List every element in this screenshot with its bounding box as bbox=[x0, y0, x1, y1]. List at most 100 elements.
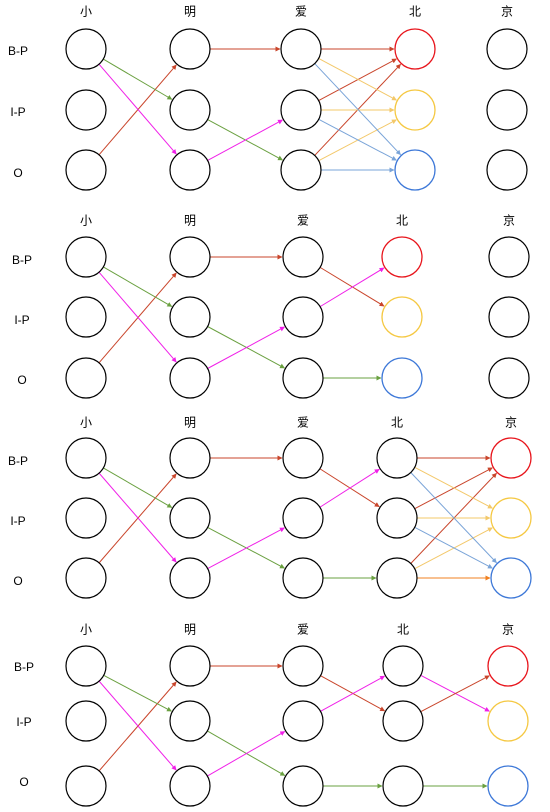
char-header: 小 bbox=[80, 5, 92, 19]
state-node-i-p bbox=[169, 497, 211, 539]
transition-arrow bbox=[410, 472, 497, 564]
row-label-o: O bbox=[13, 166, 22, 180]
state-node-b-p bbox=[169, 236, 211, 278]
transition-arrow bbox=[207, 119, 283, 161]
state-node-b-p bbox=[394, 28, 436, 70]
state-node-o bbox=[486, 149, 528, 191]
char-header: 京 bbox=[501, 5, 513, 19]
state-node-o bbox=[381, 357, 423, 399]
state-node-i-p bbox=[394, 89, 436, 131]
transition-arrow bbox=[98, 472, 177, 563]
char-header: 小 bbox=[80, 623, 92, 637]
char-header: 明 bbox=[184, 214, 196, 228]
state-node-b-p bbox=[381, 236, 423, 278]
char-header: 明 bbox=[184, 416, 196, 430]
state-node-b-p bbox=[65, 645, 107, 687]
transition-arrow bbox=[102, 58, 173, 100]
state-node-b-p bbox=[376, 437, 418, 479]
state-node-b-p bbox=[382, 645, 424, 687]
char-header: 北 bbox=[409, 5, 421, 19]
state-node-i-p bbox=[490, 497, 532, 539]
state-node-b-p bbox=[65, 437, 107, 479]
state-node-b-p bbox=[169, 645, 211, 687]
char-header: 爱 bbox=[295, 5, 307, 19]
row-label-b-p: B-P bbox=[14, 660, 34, 674]
state-node-o bbox=[65, 357, 107, 399]
transition-arrow bbox=[314, 63, 401, 156]
state-node-o bbox=[282, 357, 324, 399]
char-header: 京 bbox=[505, 416, 517, 430]
state-node-b-p bbox=[488, 236, 530, 278]
transition-arrow bbox=[103, 467, 173, 508]
transition-arrow bbox=[98, 680, 177, 771]
state-node-i-p bbox=[486, 89, 528, 131]
transition-arrow bbox=[207, 326, 285, 369]
state-node-o bbox=[490, 557, 532, 599]
state-node-i-p bbox=[169, 296, 211, 338]
state-node-i-p bbox=[65, 497, 107, 539]
transition-arrow bbox=[319, 468, 380, 508]
state-node-b-p bbox=[486, 28, 528, 70]
state-node-i-p bbox=[169, 89, 211, 131]
char-header: 明 bbox=[184, 5, 196, 19]
panel-3: 小 明 爱 北 京 B-P I-P O bbox=[8, 416, 532, 599]
state-node-o bbox=[394, 149, 436, 191]
state-node-o bbox=[169, 357, 211, 399]
state-node-i-p bbox=[487, 700, 529, 742]
state-node-o bbox=[65, 149, 107, 191]
state-node-o bbox=[65, 557, 107, 599]
transition-arrow bbox=[414, 466, 493, 509]
state-node-i-p bbox=[488, 296, 530, 338]
state-node-i-p bbox=[65, 89, 107, 131]
char-header: 小 bbox=[80, 214, 92, 228]
state-node-b-p bbox=[282, 645, 324, 687]
state-node-b-p bbox=[282, 437, 324, 479]
state-node-b-p bbox=[490, 437, 532, 479]
row-label-b-p: B-P bbox=[8, 44, 28, 58]
row-label-i-p: I-P bbox=[14, 313, 29, 327]
char-header: 小 bbox=[80, 416, 92, 430]
panel-2: 小 明 爱 北 京 B-P I-P O bbox=[12, 214, 530, 399]
state-node-b-p bbox=[169, 28, 211, 70]
state-node-i-p bbox=[382, 700, 424, 742]
transition-arrow bbox=[207, 527, 285, 570]
state-node-i-p bbox=[169, 700, 211, 742]
state-node-o bbox=[65, 765, 107, 807]
panel-1: 小 明 爱 北 京 B-P I-P O bbox=[8, 5, 528, 191]
char-header: 京 bbox=[502, 623, 514, 637]
transition-arrow bbox=[319, 267, 385, 308]
row-label-b-p: B-P bbox=[8, 454, 28, 468]
row-label-o: O bbox=[17, 373, 26, 387]
state-node-o bbox=[169, 149, 211, 191]
panel-4: 小明爱北京B-PI-PO bbox=[14, 623, 529, 807]
state-node-i-p bbox=[381, 296, 423, 338]
char-header: 北 bbox=[391, 416, 403, 430]
state-node-o bbox=[487, 765, 529, 807]
transition-arrow bbox=[103, 674, 172, 712]
row-label-o: O bbox=[13, 574, 22, 588]
state-node-i-p bbox=[282, 497, 324, 539]
transition-arrow bbox=[414, 526, 493, 569]
state-node-i-p bbox=[280, 89, 322, 131]
transition-arrow bbox=[103, 266, 173, 307]
state-node-o bbox=[280, 149, 322, 191]
state-node-o bbox=[376, 557, 418, 599]
state-node-i-p bbox=[65, 700, 107, 742]
row-label-b-p: B-P bbox=[12, 253, 32, 267]
char-header: 北 bbox=[397, 623, 409, 637]
state-node-i-p bbox=[65, 296, 107, 338]
transition-arrow bbox=[98, 63, 177, 155]
row-label-i-p: I-P bbox=[10, 514, 25, 528]
state-node-o bbox=[282, 557, 324, 599]
state-node-b-p bbox=[487, 645, 529, 687]
state-node-o bbox=[488, 357, 530, 399]
char-header: 京 bbox=[503, 214, 515, 228]
row-label-i-p: I-P bbox=[10, 105, 25, 119]
char-header: 爱 bbox=[297, 214, 309, 228]
char-header: 北 bbox=[396, 214, 408, 228]
state-node-o bbox=[169, 765, 211, 807]
transition-arrow bbox=[207, 731, 286, 777]
char-header: 爱 bbox=[297, 416, 309, 430]
transition-arrow bbox=[320, 675, 386, 712]
